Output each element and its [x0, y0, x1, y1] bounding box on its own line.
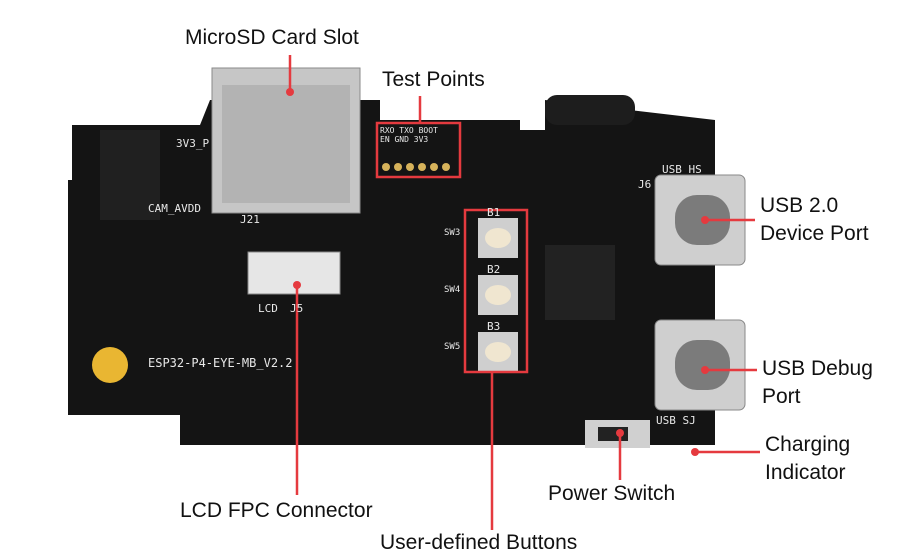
- label-power-switch: Power Switch: [548, 482, 676, 505]
- v3p-label: 3V3_P: [176, 137, 210, 150]
- label-microsd: MicroSD Card Slot: [185, 26, 359, 49]
- button-b1-label: B1: [487, 206, 501, 219]
- test-point-pads: [382, 163, 450, 171]
- sw5-label: SW5: [444, 342, 461, 352]
- espressif-logo: [92, 347, 128, 383]
- pcb-board: [68, 100, 715, 445]
- button-b3-label: B3: [487, 320, 501, 333]
- cam-label: CAM_AVDD: [148, 202, 201, 215]
- j6-label: J6: [638, 178, 652, 191]
- lcd-label: LCD: [258, 302, 278, 315]
- callout-lines: [288, 55, 760, 530]
- usb-hs-label: USB HS: [662, 163, 702, 176]
- j5-label: J5: [290, 302, 304, 315]
- label-user-buttons: User-defined Buttons: [380, 531, 578, 554]
- lcd-fpc-connector: [247, 251, 341, 295]
- label-lcd-fpc: LCD FPC Connector: [180, 499, 373, 522]
- test-point-labels: RXO TXO BOOT EN GND 3V3: [380, 126, 438, 144]
- j21-label: J21: [240, 213, 260, 226]
- sw3-label: SW3: [444, 228, 461, 238]
- label-test-points: Test Points: [382, 68, 485, 91]
- callout-dots: [286, 88, 709, 456]
- button-b2-label: B2: [487, 263, 501, 276]
- scroll-wheel: [545, 95, 635, 125]
- button-bodies: [478, 218, 518, 372]
- board-name: ESP32-P4-EYE-MB_V2.2: [148, 356, 293, 370]
- sw4-label: SW4: [444, 285, 461, 295]
- usb-sj-label: USB SJ: [656, 414, 696, 427]
